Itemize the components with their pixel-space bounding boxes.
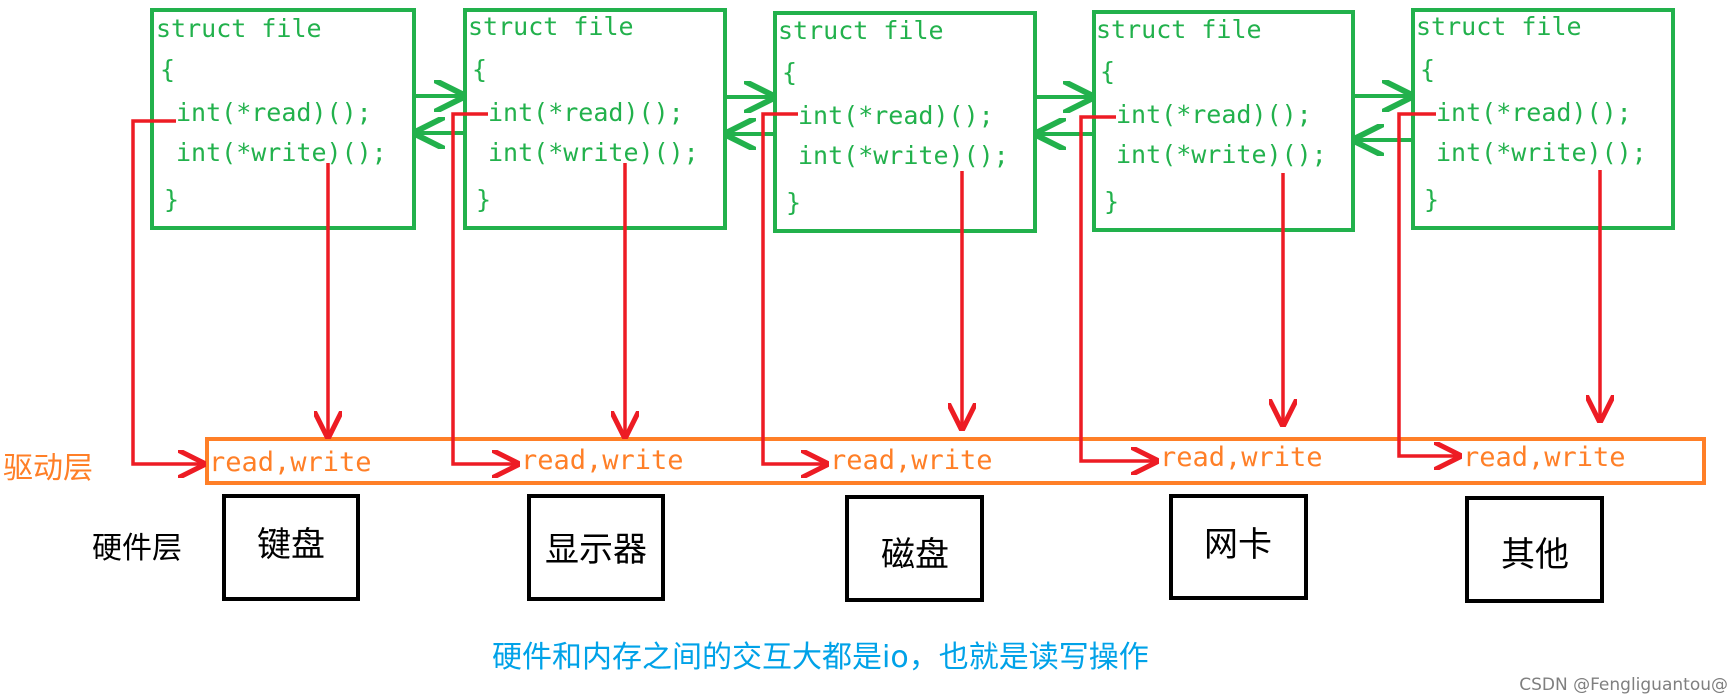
struct-file-5: struct file { int(*read)(); int(*write)(… xyxy=(1411,8,1675,230)
struct-file-close-brace: } xyxy=(476,185,491,214)
struct-file-write-line: int(*write)(); xyxy=(798,141,1009,170)
struct-file-header: struct file xyxy=(1096,15,1262,44)
struct-file-close-brace: } xyxy=(1424,185,1439,214)
watermark: CSDN @Fengliguantou@ xyxy=(1519,675,1728,695)
hardware-device-keyboard: 键盘 xyxy=(222,494,360,601)
read-arrow xyxy=(1079,115,1156,461)
struct-file-open-brace: { xyxy=(1420,55,1435,84)
device-label: 其他 xyxy=(1501,535,1569,575)
struct-file-header: struct file xyxy=(468,12,634,41)
read-arrow xyxy=(761,112,826,464)
hardware-device-nic: 网卡 xyxy=(1169,494,1308,600)
struct-file-close-brace: } xyxy=(1104,187,1119,216)
struct-file-header: struct file xyxy=(156,14,322,43)
struct-file-open-brace: { xyxy=(472,55,487,84)
struct-file-3: struct file { int(*read)(); int(*write)(… xyxy=(773,11,1037,233)
read-arrow xyxy=(131,119,203,464)
struct-file-open-brace: { xyxy=(782,58,797,87)
driver-entry: read,write xyxy=(1463,442,1626,473)
struct-file-write-line: int(*write)(); xyxy=(488,138,699,167)
driver-entry: read,write xyxy=(830,445,993,476)
write-pointer-arrows xyxy=(328,163,1600,436)
struct-file-write-line: int(*write)(); xyxy=(1436,138,1647,167)
driver-layer-box xyxy=(205,437,1706,485)
read-arrow xyxy=(1397,112,1459,456)
driver-entry: read,write xyxy=(521,445,684,476)
driver-layer-label: 驱动层 xyxy=(3,451,93,486)
struct-file-write-line: int(*write)(); xyxy=(176,138,387,167)
struct-file-close-brace: } xyxy=(164,185,179,214)
device-label: 键盘 xyxy=(257,525,325,565)
struct-file-read-line: int(*read)(); xyxy=(798,101,994,130)
read-arrow xyxy=(451,112,517,464)
device-label: 磁盘 xyxy=(881,535,949,575)
struct-file-1: struct file { int(*read)(); int(*write)(… xyxy=(150,8,416,230)
struct-file-header: struct file xyxy=(1416,12,1582,41)
struct-file-header: struct file xyxy=(778,16,944,45)
struct-file-open-brace: { xyxy=(1100,57,1115,86)
hardware-layer-label: 硬件层 xyxy=(92,531,182,566)
device-label: 显示器 xyxy=(545,530,647,570)
struct-file-read-line: int(*read)(); xyxy=(488,98,684,127)
hardware-device-display: 显示器 xyxy=(527,494,665,601)
hardware-device-disk: 磁盘 xyxy=(845,495,984,602)
struct-file-open-brace: { xyxy=(160,55,175,84)
diagram-caption: 硬件和内存之间的交互大都是io，也就是读写操作 xyxy=(492,640,1149,675)
struct-file-4: struct file { int(*read)(); int(*write)(… xyxy=(1092,10,1355,232)
struct-file-read-line: int(*read)(); xyxy=(1436,98,1632,127)
struct-file-read-line: int(*read)(); xyxy=(176,98,372,127)
driver-entry: read,write xyxy=(209,447,372,478)
device-label: 网卡 xyxy=(1204,525,1272,565)
struct-links xyxy=(414,96,1413,140)
struct-file-close-brace: } xyxy=(786,188,801,217)
read-pointer-arrows xyxy=(131,112,1459,464)
driver-entry: read,write xyxy=(1160,442,1323,473)
struct-file-read-line: int(*read)(); xyxy=(1116,100,1312,129)
struct-file-write-line: int(*write)(); xyxy=(1116,140,1327,169)
hardware-device-other: 其他 xyxy=(1465,496,1604,603)
struct-file-2: struct file { int(*read)(); int(*write)(… xyxy=(463,8,727,230)
